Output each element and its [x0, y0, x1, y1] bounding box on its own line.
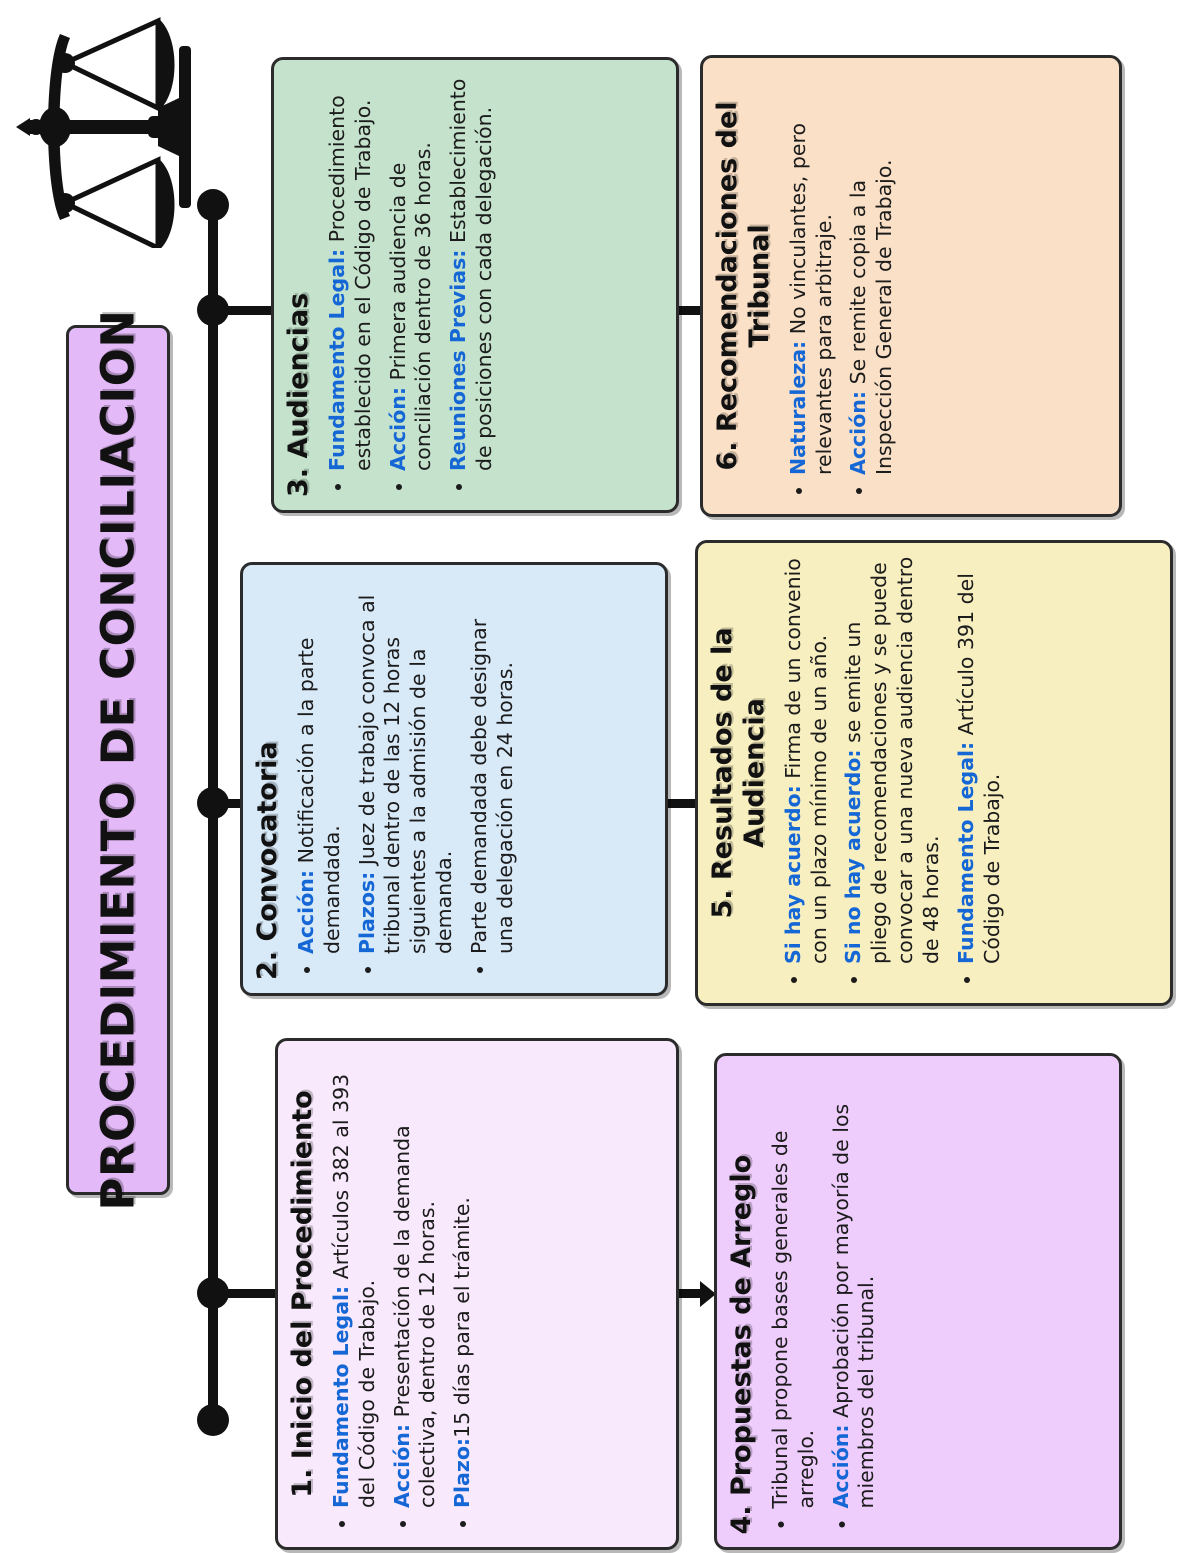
bullet-label: Fundamento Legal: [953, 741, 978, 964]
list-item: Si hay acuerdo: Firma de un convenio con… [781, 556, 833, 964]
connector-card1-to-card4 [677, 1289, 703, 1298]
list-item: Acción: Notificación a la parte demandad… [294, 578, 346, 954]
card-resultados-title: 5. Resultados de la Audiencia [707, 627, 770, 919]
card-audiencias-bullets: Fundamento Legal: Procedimiento establec… [325, 73, 498, 497]
bullet-label: Reuniones Previas: [446, 249, 471, 472]
list-item: Parte demandada debe designar una delega… [467, 578, 519, 954]
card-audiencias[interactable]: 3. Audiencias Fundamento Legal: Procedim… [271, 57, 679, 513]
list-item: Reuniones Previas: Establecimiento de po… [446, 73, 498, 471]
bullet-label: Si hay acuerdo: [780, 785, 805, 964]
timeline-node-end [197, 1404, 229, 1436]
bullet-label: Plazos: [354, 871, 379, 954]
card-recomendaciones-title: 6. Recomendaciones del Tribunal [712, 101, 775, 471]
connector-card2-to-card5 [666, 799, 697, 808]
connector-node-to-card3 [213, 306, 275, 315]
card-audiencias-content: 3. Audiencias Fundamento Legal: Procedim… [277, 63, 673, 507]
bullet-text: Tribunal propone bases generales de arre… [767, 1129, 818, 1508]
bullet-label: Acción: [385, 386, 410, 471]
card-propuestas-bullets: Tribunal propone bases generales de arre… [768, 1069, 880, 1534]
card-convocatoria-title: 2. Convocatoria [252, 741, 283, 980]
list-item: Acción: Se remite copia a la Inspección … [846, 71, 898, 475]
list-item: Acción: Presentación de la demanda colec… [390, 1054, 442, 1508]
bullet-text: 15 días para el trámite. [450, 1197, 475, 1438]
card-recomendaciones-bullets: Naturaleza: No vinculantes, pero relevan… [786, 71, 898, 501]
card-propuestas-de-arreglo[interactable]: 4. Propuestas de Arreglo Tribunal propon… [714, 1053, 1122, 1550]
list-item: Acción: Primera audiencia de conciliació… [386, 73, 438, 471]
list-item: Si no hay acuerdo: se emite un pliego de… [841, 556, 944, 964]
card-recomendaciones-content: 6. Recomendaciones del Tribunal Naturale… [706, 61, 1116, 511]
timeline-node-start [197, 189, 229, 221]
card-convocatoria-content: 2. Convocatoria Acción: Notificación a l… [246, 568, 662, 990]
card-inicio-del-procedimiento[interactable]: 1. Inicio del Procedimiento Fundamento L… [275, 1038, 679, 1550]
card-convocatoria[interactable]: 2. Convocatoria Acción: Notificación a l… [240, 562, 668, 996]
list-item: Tribunal propone bases generales de arre… [768, 1069, 820, 1508]
card-audiencias-title: 3. Audiencias [283, 292, 314, 497]
card-inicio-bullets: Fundamento Legal: Artículos 382 al 393 d… [329, 1054, 476, 1534]
card-resultados-content: 5. Resultados de la Audiencia Si hay acu… [701, 546, 1167, 1000]
list-item: Plazo:15 días para el trámite. [450, 1054, 476, 1508]
scales-of-justice-icon [8, 8, 238, 252]
bullet-label: Acción: [293, 869, 318, 954]
page-title-text: PROCEDIMIENTO DE CONCILIACION [91, 309, 145, 1211]
card-inicio-title: 1. Inicio del Procedimiento [287, 1090, 318, 1498]
card-recomendaciones-del-tribunal[interactable]: 6. Recomendaciones del Tribunal Naturale… [700, 55, 1122, 517]
bullet-text: Parte demandada debe designar una delega… [466, 618, 517, 954]
connector-node-to-card2 [213, 799, 244, 808]
connector-node-to-card1 [213, 1289, 278, 1298]
connector-arrow-to-card4 [700, 1281, 716, 1307]
bullet-label: Acción: [389, 1423, 414, 1508]
list-item: Fundamento Legal: Procedimiento establec… [325, 73, 377, 471]
list-item: Fundamento Legal: Artículos 382 al 393 d… [329, 1054, 381, 1508]
list-item: Fundamento Legal: Artículo 391 del Códig… [954, 556, 1006, 964]
bullet-label: Fundamento Legal: [328, 1285, 353, 1508]
list-item: Acción: Aprobación por mayoría de los mi… [829, 1069, 881, 1508]
list-item: Naturaleza: No vinculantes, pero relevan… [786, 71, 838, 475]
card-convocatoria-bullets: Acción: Notificación a la parte demandad… [294, 578, 519, 980]
list-item: Plazos: Juez de trabajo convoca al tribu… [355, 578, 458, 954]
page-title: PROCEDIMIENTO DE CONCILIACION [66, 309, 170, 1211]
bullet-label: Acción: [828, 1423, 853, 1508]
card-resultados-de-la-audiencia[interactable]: 5. Resultados de la Audiencia Si hay acu… [695, 540, 1173, 1006]
card-propuestas-content: 4. Propuestas de Arreglo Tribunal propon… [720, 1059, 1116, 1544]
bullet-label: Si no hay acuerdo: [841, 749, 866, 964]
bullet-label: Fundamento Legal: [324, 248, 349, 471]
card-resultados-bullets: Si hay acuerdo: Firma de un convenio con… [781, 556, 1006, 990]
connector-card3-to-card6 [677, 306, 702, 315]
card-propuestas-title: 4. Propuestas de Arreglo [726, 1154, 757, 1534]
bullet-label: Acción: [846, 390, 871, 475]
bullet-label: Plazo: [450, 1437, 475, 1508]
bullet-label: Naturaleza: [785, 340, 810, 475]
card-inicio-content: 1. Inicio del Procedimiento Fundamento L… [281, 1044, 673, 1544]
